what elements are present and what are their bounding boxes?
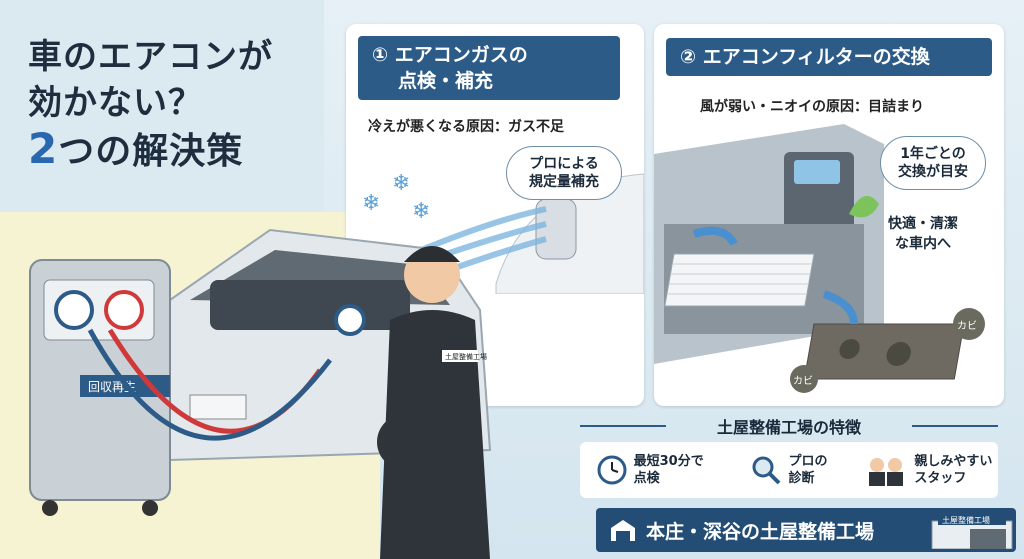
clock-icon [597, 455, 627, 485]
shop-building: 土屋整備工場 [931, 513, 1013, 549]
filter-subtitle: 風が弱い・ニオイの原因：目詰まり [700, 99, 924, 115]
comfort-line1: 快適・清潔 [888, 216, 958, 232]
mold-label-2: カビ [793, 375, 813, 387]
snowflake-icon: ❄❄❄ [362, 171, 430, 224]
footer-text: 本庄・深谷の土屋整備工場 [646, 520, 875, 543]
headline-line1: 車のエアコンが [28, 37, 273, 77]
gauge-icon [54, 290, 94, 330]
feature-2-line2: 診断 [788, 471, 815, 486]
gas-check-subtitle: 冷えが悪くなる原因：ガス不足 [368, 119, 564, 135]
headline-number: 2 [28, 124, 59, 173]
gas-check-title-line1: ① エアコンガスの [372, 44, 528, 66]
remove-arrow [822, 290, 858, 325]
magnifier-icon [752, 456, 781, 485]
svg-text:❄: ❄ [392, 171, 410, 196]
feature-1-line1: 最短30分で [633, 454, 704, 469]
comfort-text: 快適・清潔 な車内へ [888, 214, 958, 254]
gas-check-panel: ① エアコンガスの 点検・補充 冷えが悪くなる原因：ガス不足 ❄❄❄ [346, 24, 644, 406]
features-list: 最短30分で点検 プロの診断 親しみやすいスタッフ [580, 442, 998, 498]
svg-text:❄: ❄ [362, 191, 380, 216]
service-illustration: 回収再生 土屋整備工場 [29, 228, 492, 559]
insert-arrow [692, 226, 738, 247]
leaf-icon [849, 196, 879, 218]
headline: 車のエアコンが 効かない？ 2つの解決策 [28, 34, 348, 175]
mold-icon-2 [790, 365, 818, 393]
mechanic-badge: 土屋整備工場 [445, 352, 487, 361]
shop-sign-text: 土屋整備工場 [942, 515, 990, 525]
hoses [87, 328, 332, 441]
feature-3-line1: 親しみやすい [914, 454, 993, 469]
gas-check-title-line2: 点検・補充 [398, 70, 494, 92]
staff-icon [869, 458, 904, 486]
garage-icon [611, 520, 635, 541]
yearly-line1: 1年ごとの [900, 146, 966, 162]
gauge-icon-2 [104, 290, 144, 330]
filter-title: ② エアコンフィルターの交換 [666, 38, 992, 76]
comfort-line2: な車内へ [895, 236, 951, 252]
console-screen [794, 160, 840, 184]
mold-label-1: カビ [957, 320, 977, 332]
feature-1-line2: 点検 [633, 471, 660, 486]
feature-2-line1: プロの [788, 454, 828, 469]
filter-panel: ② エアコンフィルターの交換 風が弱い・ニオイの原因：目詰まり カビ カビ [654, 24, 1004, 406]
pro-refill-line2: 規定量補充 [529, 174, 599, 190]
feature-3-line2: スタッフ [914, 471, 967, 486]
dirty-filter [803, 323, 965, 380]
svg-text:❄: ❄ [412, 199, 430, 224]
recovery-machine: 回収再生 [29, 259, 171, 516]
dashboard-illustration: カビ カビ [654, 124, 985, 393]
headline-line2: 効かない？ [28, 83, 203, 123]
license-plate [189, 394, 247, 420]
pro-refill-line1: プロによる [529, 156, 599, 172]
yearly-exchange-bubble: 1年ごとの 交換が目安 [880, 136, 986, 190]
gas-check-title: ① エアコンガスの 点検・補充 [358, 36, 620, 100]
handheld-gauge-icon [334, 304, 366, 336]
yearly-line2: 交換が目安 [898, 164, 968, 180]
headline-line3-text: つの解決策 [58, 131, 244, 172]
mold-icon [953, 308, 985, 340]
new-filter [664, 253, 815, 307]
feature-item: プロの診断 [719, 442, 858, 498]
feature-item: 最短30分で点検 [580, 442, 719, 498]
pro-refill-bubble: プロによる 規定量補充 [506, 146, 622, 200]
features-title: 土屋整備工場の特徴 [580, 414, 998, 438]
feature-item: 親しみやすいスタッフ [859, 442, 998, 498]
mechanic: 土屋整備工場 [334, 246, 490, 559]
headline-line3: 2つの解決策 [28, 126, 348, 175]
